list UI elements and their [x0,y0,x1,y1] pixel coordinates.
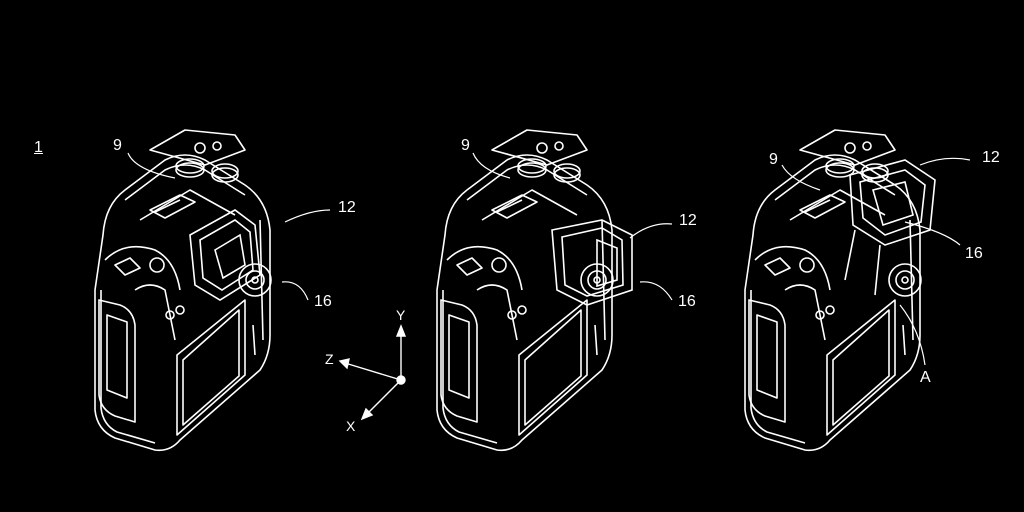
label-16-view1: 16 [314,293,332,310]
label-9-view2: 9 [461,137,470,154]
label-12-view1: 12 [338,199,356,216]
axis-y-label: Y [396,307,406,323]
label-12-view3: 12 [982,149,1000,166]
label-9-view3: 9 [769,151,778,168]
label-9-view1: 9 [113,137,122,154]
label-16-view3: 16 [965,245,983,262]
label-A-view3: A [920,369,931,386]
label-12-view2: 12 [679,212,697,229]
axis-x-label: X [346,418,356,434]
camera-view-2 [436,129,633,452]
axis-z-label: Z [325,351,334,367]
label-16-view2: 16 [678,293,696,310]
axis-triad [338,324,407,421]
figure-number: 1 [34,139,43,156]
camera-view-1 [94,129,272,452]
camera-view-3 [744,129,936,452]
